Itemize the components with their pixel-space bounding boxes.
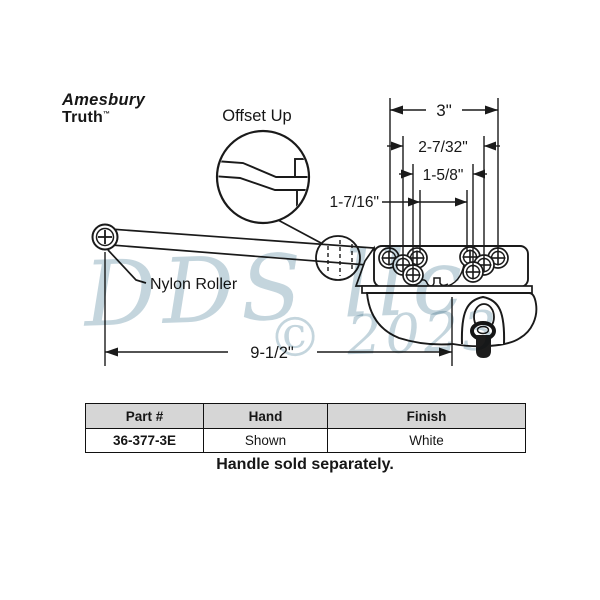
dimension-3in-label: 3" xyxy=(436,101,452,120)
table-header-part: Part # xyxy=(85,403,204,429)
dimension-2-7-32: 2-7/32" xyxy=(387,136,500,260)
arm-detail-circle xyxy=(315,235,361,281)
offset-detail-contents xyxy=(218,158,308,221)
part-number-cell: 36-377-3E xyxy=(85,428,204,453)
hand-cell: Shown xyxy=(203,428,328,453)
brand-name-line1: Amesbury xyxy=(62,91,146,109)
dimension-1-5-8: 1-5/8" xyxy=(399,164,487,269)
nylon-roller-label: Nylon Roller xyxy=(150,276,238,293)
spindle-collar-top xyxy=(476,325,490,335)
nylon-roller xyxy=(91,223,119,251)
table-row: 36-377-3E Shown White xyxy=(85,428,526,453)
table-header-row: Part # Hand Finish xyxy=(85,403,526,429)
handle-note: Handle sold separately. xyxy=(216,456,394,473)
table-header-hand: Hand xyxy=(203,403,328,429)
dimension-3in: 3" xyxy=(389,98,499,251)
dimension-9-1-2-label: 9-1/2" xyxy=(250,344,294,362)
table-header-finish: Finish xyxy=(327,403,526,429)
finish-cell: White xyxy=(327,428,526,453)
parts-table: Part # Hand Finish 36-377-3E Shown White xyxy=(85,403,526,453)
roller-cross-icon xyxy=(98,230,112,244)
nylon-roller-leader xyxy=(107,249,147,284)
dimension-1-7-16: 1-7/16" xyxy=(330,190,468,252)
housing-flange xyxy=(361,285,533,294)
trademark-symbol: ™ xyxy=(103,110,111,118)
offset-up-label: Offset Up xyxy=(222,107,291,125)
dimension-2-7-32-label: 2-7/32" xyxy=(418,139,467,156)
screw-head xyxy=(402,264,424,286)
dimension-1-7-16-label: 1-7/16" xyxy=(330,194,379,211)
screw-head xyxy=(462,261,484,283)
dimension-9-1-2: 9-1/2" xyxy=(104,252,453,366)
crank-spindle xyxy=(476,335,491,358)
detail-connector-line xyxy=(277,219,322,244)
brand-name-line2: Truth xyxy=(62,108,103,126)
operator-diagram: Offset Up 3" 2-7/32" 1-5/8" xyxy=(91,98,538,366)
offset-detail-circle xyxy=(215,129,311,225)
brand-logo: Amesbury Truth™ xyxy=(62,92,145,126)
dimension-1-5-8-label: 1-5/8" xyxy=(423,167,464,184)
